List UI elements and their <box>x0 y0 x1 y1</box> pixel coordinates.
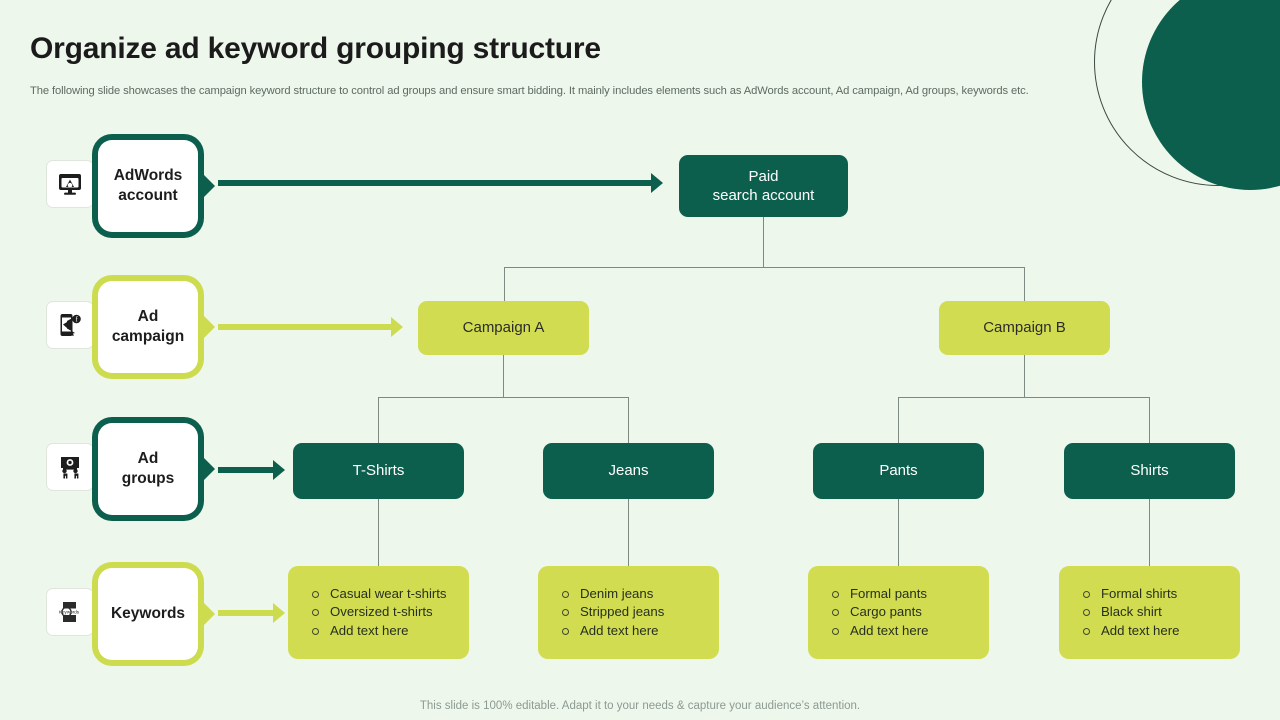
connector-campaign-a-down <box>503 355 504 397</box>
node-ad-group-jeans[interactable]: Jeans <box>543 443 714 499</box>
flow-arrow-campaign-to-campaigns <box>218 317 403 337</box>
megaphone-phone-icon: f <box>46 301 94 349</box>
list-item: Formal pants <box>830 585 928 603</box>
list-item: Add text here <box>1081 622 1179 640</box>
connector-root-down <box>763 217 764 267</box>
flow-arrow-groups-to-adgroups <box>218 460 285 480</box>
keyword-card-pants[interactable]: Formal pants Cargo pants Add text here <box>808 566 989 659</box>
legend-label-keywords: Keywords <box>98 568 198 660</box>
node-ad-group-tshirts[interactable]: T-Shirts <box>293 443 464 499</box>
audience-group-icon <box>46 443 94 491</box>
flow-arrow-keywords-to-lists <box>218 603 285 623</box>
legend-card-adwords-account[interactable]: AdWords account <box>92 134 204 238</box>
connector-pants-to-keywords <box>898 499 899 566</box>
list-item: Add text here <box>830 622 928 640</box>
page-subtitle: The following slide showcases the campai… <box>30 85 1029 97</box>
connector-shirts-to-keywords <box>1149 499 1150 566</box>
legend-nub-adwords-account <box>203 174 215 198</box>
legend-card-ad-campaign[interactable]: Ad campaign <box>92 275 204 379</box>
connector-to-shirts <box>1149 397 1150 443</box>
svg-text:f: f <box>75 316 78 324</box>
legend-card-ad-groups[interactable]: Ad groups <box>92 417 204 521</box>
list-item: Casual wear t-shirts <box>310 585 447 603</box>
list-item: Denim jeans <box>560 585 664 603</box>
decorative-ring-outline <box>1094 0 1280 186</box>
keyword-list-pants: Formal pants Cargo pants Add text here <box>830 585 928 639</box>
footer-note: This slide is 100% editable. Adapt it to… <box>419 700 861 712</box>
list-item: Oversized t-shirts <box>310 603 447 621</box>
decorative-filled-circle <box>1142 0 1280 190</box>
connector-to-jeans <box>628 397 629 443</box>
node-campaign-a[interactable]: Campaign A <box>418 301 589 355</box>
flow-arrow-adwords-to-root <box>218 173 663 193</box>
connector-to-campaign-a <box>504 267 505 301</box>
list-item: Cargo pants <box>830 603 928 621</box>
keyword-card-tshirts[interactable]: Casual wear t-shirts Oversized t-shirts … <box>288 566 469 659</box>
keyword-card-jeans[interactable]: Denim jeans Stripped jeans Add text here <box>538 566 719 659</box>
node-ad-group-shirts[interactable]: Shirts <box>1064 443 1235 499</box>
legend-card-keywords[interactable]: Keywords <box>92 562 204 666</box>
keyword-list-tshirts: Casual wear t-shirts Oversized t-shirts … <box>310 585 447 639</box>
adwords-monitor-icon <box>46 160 94 208</box>
connector-jeans-to-keywords <box>628 499 629 566</box>
connector-to-campaign-b <box>1024 267 1025 301</box>
legend-nub-ad-campaign <box>203 315 215 339</box>
svg-text:Keywords: Keywords <box>59 609 80 614</box>
legend-label-ad-campaign: Ad campaign <box>98 281 198 373</box>
node-ad-group-pants[interactable]: Pants <box>813 443 984 499</box>
list-item: Stripped jeans <box>560 603 664 621</box>
legend-nub-ad-groups <box>203 457 215 481</box>
legend-nub-keywords <box>203 602 215 626</box>
node-campaign-b[interactable]: Campaign B <box>939 301 1110 355</box>
list-item: Add text here <box>310 622 447 640</box>
keyword-list-shirts: Formal shirts Black shirt Add text here <box>1081 585 1179 639</box>
keyword-search-icon: Keywords <box>46 588 94 636</box>
node-paid-search-account[interactable]: Paid search account <box>679 155 848 217</box>
legend-label-adwords-account: AdWords account <box>98 140 198 232</box>
connector-adgroup-bus-b <box>898 397 1149 398</box>
keyword-card-shirts[interactable]: Formal shirts Black shirt Add text here <box>1059 566 1240 659</box>
connector-campaign-b-down <box>1024 355 1025 397</box>
keyword-list-jeans: Denim jeans Stripped jeans Add text here <box>560 585 664 639</box>
connector-campaign-bus <box>504 267 1025 268</box>
connector-to-pants <box>898 397 899 443</box>
connector-adgroup-bus-a <box>378 397 629 398</box>
list-item: Formal shirts <box>1081 585 1179 603</box>
list-item: Add text here <box>560 622 664 640</box>
list-item: Black shirt <box>1081 603 1179 621</box>
connector-tshirts-to-keywords <box>378 499 379 566</box>
page-title: Organize ad keyword grouping structure <box>30 32 601 65</box>
legend-label-ad-groups: Ad groups <box>98 423 198 515</box>
connector-to-tshirts <box>378 397 379 443</box>
